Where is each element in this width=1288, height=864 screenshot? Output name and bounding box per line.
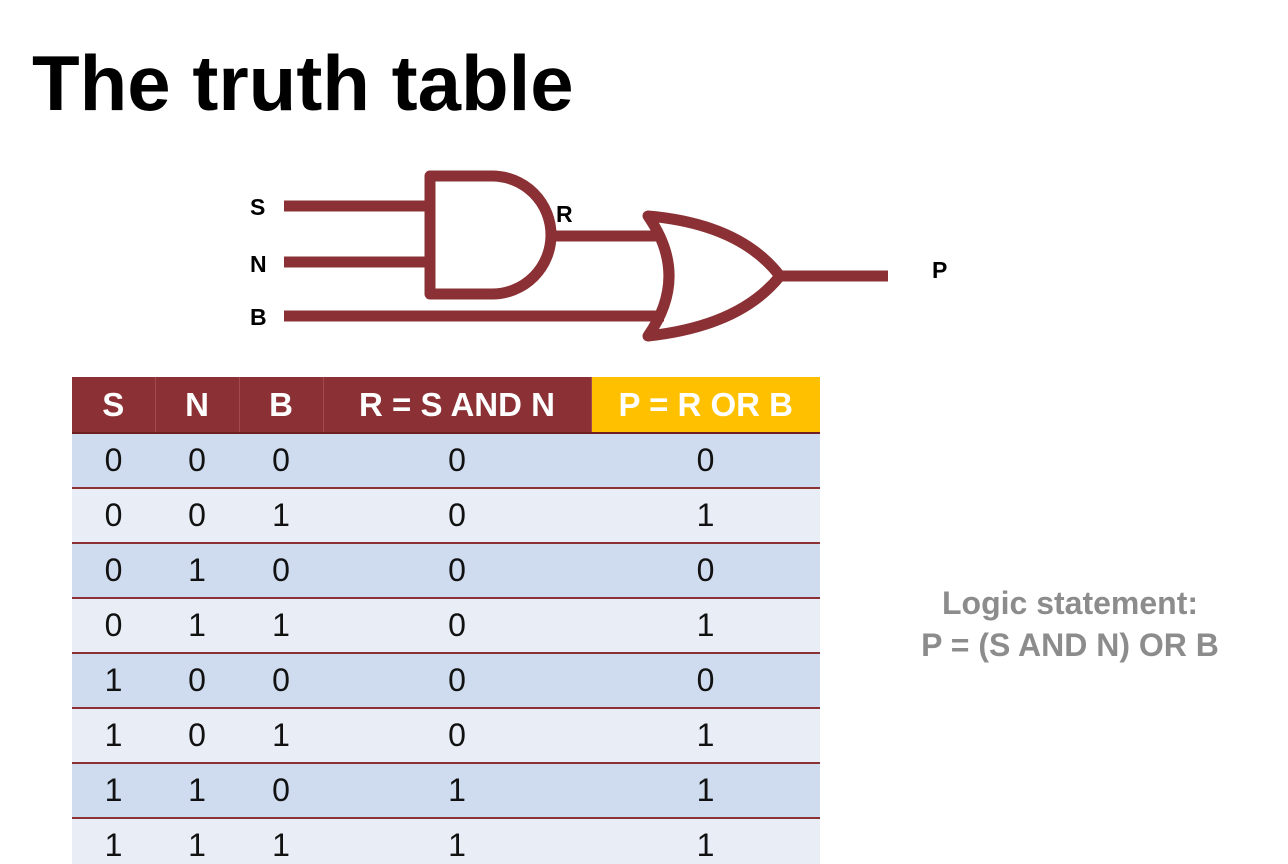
table-cell: 0	[239, 433, 323, 489]
table-cell: 1	[155, 543, 239, 599]
header-s: S	[72, 377, 156, 434]
table-row: 1 1 1 1 1	[72, 818, 820, 864]
table-cell: 1	[239, 708, 323, 764]
table-cell: 1	[323, 763, 591, 819]
input-label-s: S	[250, 194, 265, 220]
table-cell: 0	[155, 708, 239, 764]
table-cell: 0	[323, 433, 591, 489]
table-cell: 1	[591, 598, 820, 654]
slide-title: The truth table	[32, 39, 574, 127]
table-cell: 1	[239, 488, 323, 544]
table-cell: 1	[239, 818, 323, 864]
table-cell: 0	[239, 763, 323, 819]
table-cell: 1	[591, 708, 820, 764]
table-cell: 0	[323, 488, 591, 544]
table-cell: 1	[155, 598, 239, 654]
table-cell: 0	[239, 653, 323, 709]
table-cell: 1	[155, 818, 239, 864]
logic-statement: Logic statement: P = (S AND N) OR B	[880, 582, 1260, 666]
or-gate	[642, 210, 786, 342]
and-gate	[424, 170, 557, 300]
table-cell: 0	[239, 543, 323, 599]
table-cell: 0	[323, 543, 591, 599]
table-row: 0 0 1 0 1	[72, 488, 820, 544]
table-cell: 0	[591, 653, 820, 709]
table-row: 1 0 0 0 0	[72, 653, 820, 709]
logic-statement-label: Logic statement:	[941, 585, 1199, 621]
table-cell: 1	[72, 763, 155, 819]
table-cell: 1	[591, 488, 820, 544]
header-p: P = R OR B	[591, 377, 820, 434]
table-row: 1 1 0 1 1	[72, 763, 820, 819]
input-label-n: N	[250, 251, 267, 277]
table-cell: 1	[72, 708, 155, 764]
truth-table: S N B R = S AND N P = R OR B 0 0 0 0 0 0…	[72, 377, 820, 864]
table-cell: 0	[323, 598, 591, 654]
table-row: 1 0 1 0 1	[72, 708, 820, 764]
table-row: 0 1 1 0 1	[72, 598, 820, 654]
table-cell: 1	[239, 598, 323, 654]
table-cell: 1	[72, 653, 155, 709]
table-row: 0 1 0 0 0	[72, 543, 820, 599]
table-cell: 0	[155, 433, 239, 489]
table-cell: 0	[72, 543, 155, 599]
table-cell: 0	[72, 488, 155, 544]
table-cell: 1	[72, 818, 155, 864]
intermediate-label-r: R	[556, 201, 573, 227]
header-n: N	[155, 377, 240, 434]
table-cell: 0	[155, 488, 239, 544]
table-cell: 0	[591, 433, 820, 489]
table-cell: 0	[323, 653, 591, 709]
table-cell: 1	[591, 763, 820, 819]
input-label-b: B	[250, 304, 267, 330]
table-cell: 0	[323, 708, 591, 764]
output-label-p: P	[932, 257, 947, 283]
table-cell: 0	[591, 543, 820, 599]
logic-statement-expression: P = (S AND N) OR B	[921, 627, 1219, 663]
table-cell: 1	[323, 818, 591, 864]
table-cell: 0	[72, 433, 155, 489]
table-header-row: S N B R = S AND N P = R OR B	[72, 377, 820, 434]
header-r: R = S AND N	[323, 377, 592, 434]
table-cell: 1	[591, 818, 820, 864]
table-cell: 0	[155, 653, 239, 709]
header-b: B	[239, 377, 324, 434]
table-cell: 1	[155, 763, 239, 819]
table-row: 0 0 0 0 0	[72, 433, 820, 489]
table-cell: 0	[72, 598, 155, 654]
